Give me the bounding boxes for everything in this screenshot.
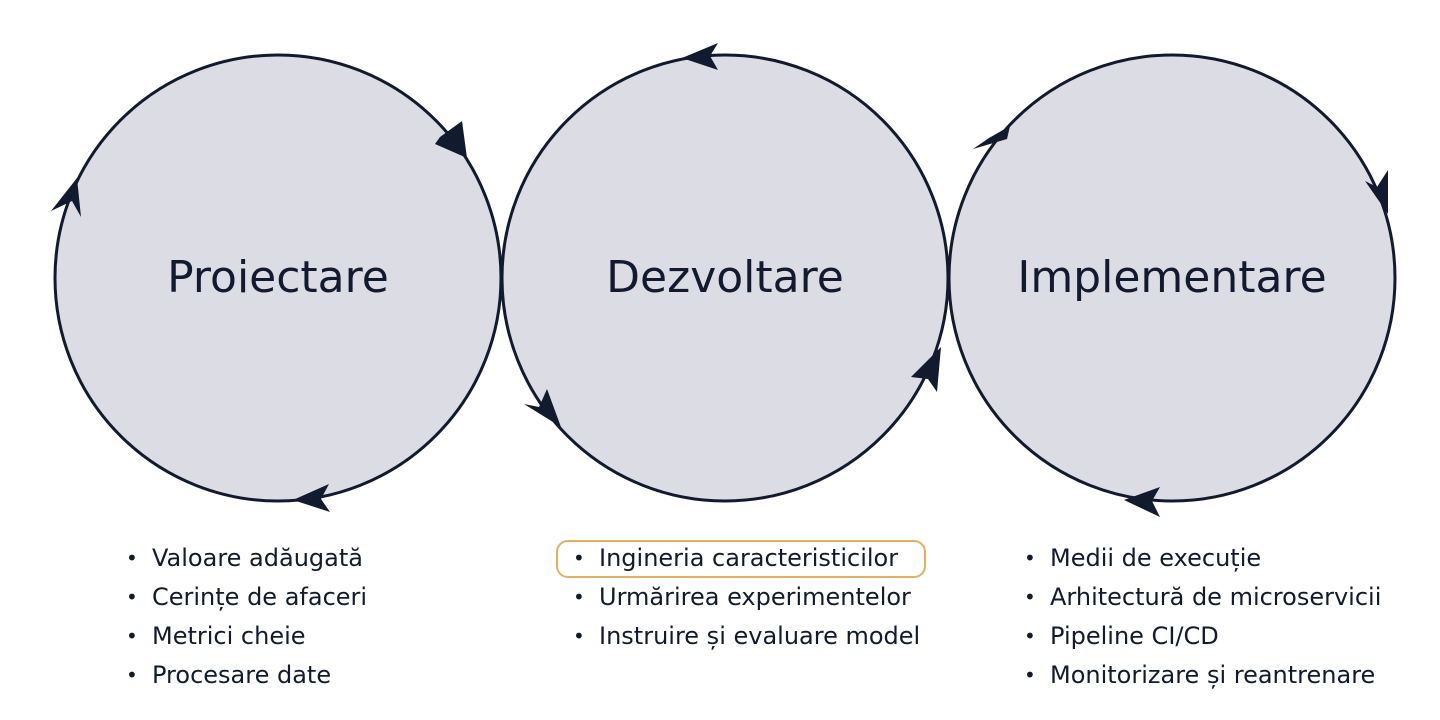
- design-arrow-icon: [435, 121, 467, 158]
- stage-deployment: Implementare: [947, 53, 1397, 517]
- design-bullet-list: Valoare adăugată Cerințe de afaceri Metr…: [126, 539, 367, 695]
- stage-design: Proiectare: [51, 53, 503, 512]
- deployment-arrow-icon: [1365, 170, 1388, 214]
- design-bullet-item: Valoare adăugată: [126, 539, 367, 578]
- design-bullet-item: Cerințe de afaceri: [126, 578, 367, 617]
- deployment-circle: [947, 53, 1397, 503]
- deployment-bullet-item: Pipeline CI/CD: [1024, 617, 1381, 656]
- deployment-bullet-item: Medii de execuție: [1024, 539, 1381, 578]
- development-arrow-icon: [911, 347, 941, 392]
- deployment-bullet-item: Monitorizare și reantrenare: [1024, 656, 1381, 695]
- deployment-bullet-item: Arhitectură de microservicii: [1024, 578, 1381, 617]
- design-bullet-item: Metrici cheie: [126, 617, 367, 656]
- development-arrow-icon: [524, 389, 561, 427]
- deployment-bullet-list: Medii de execuție Arhitectură de microse…: [1024, 539, 1381, 695]
- stage-development: Dezvoltare: [500, 43, 950, 503]
- deployment-arrow-icon: [973, 126, 1010, 149]
- design-bullet-item: Procesare date: [126, 656, 367, 695]
- development-title: Dezvoltare: [606, 252, 844, 303]
- development-bullet-list: Ingineria caracteristicilor Urmărirea ex…: [573, 539, 920, 656]
- design-arrow-icon: [51, 178, 81, 217]
- deployment-title: Implementare: [1017, 252, 1326, 303]
- design-title: Proiectare: [167, 252, 389, 303]
- development-arrow-icon: [682, 43, 718, 70]
- deployment-arrow-icon: [1124, 487, 1160, 517]
- development-bullet-item: Instruire și evaluare model: [573, 617, 920, 656]
- design-arrow-icon: [293, 484, 330, 512]
- development-bullet-item: Urmărirea experimentelor: [573, 578, 920, 617]
- development-bullet-item: Ingineria caracteristicilor: [573, 539, 920, 578]
